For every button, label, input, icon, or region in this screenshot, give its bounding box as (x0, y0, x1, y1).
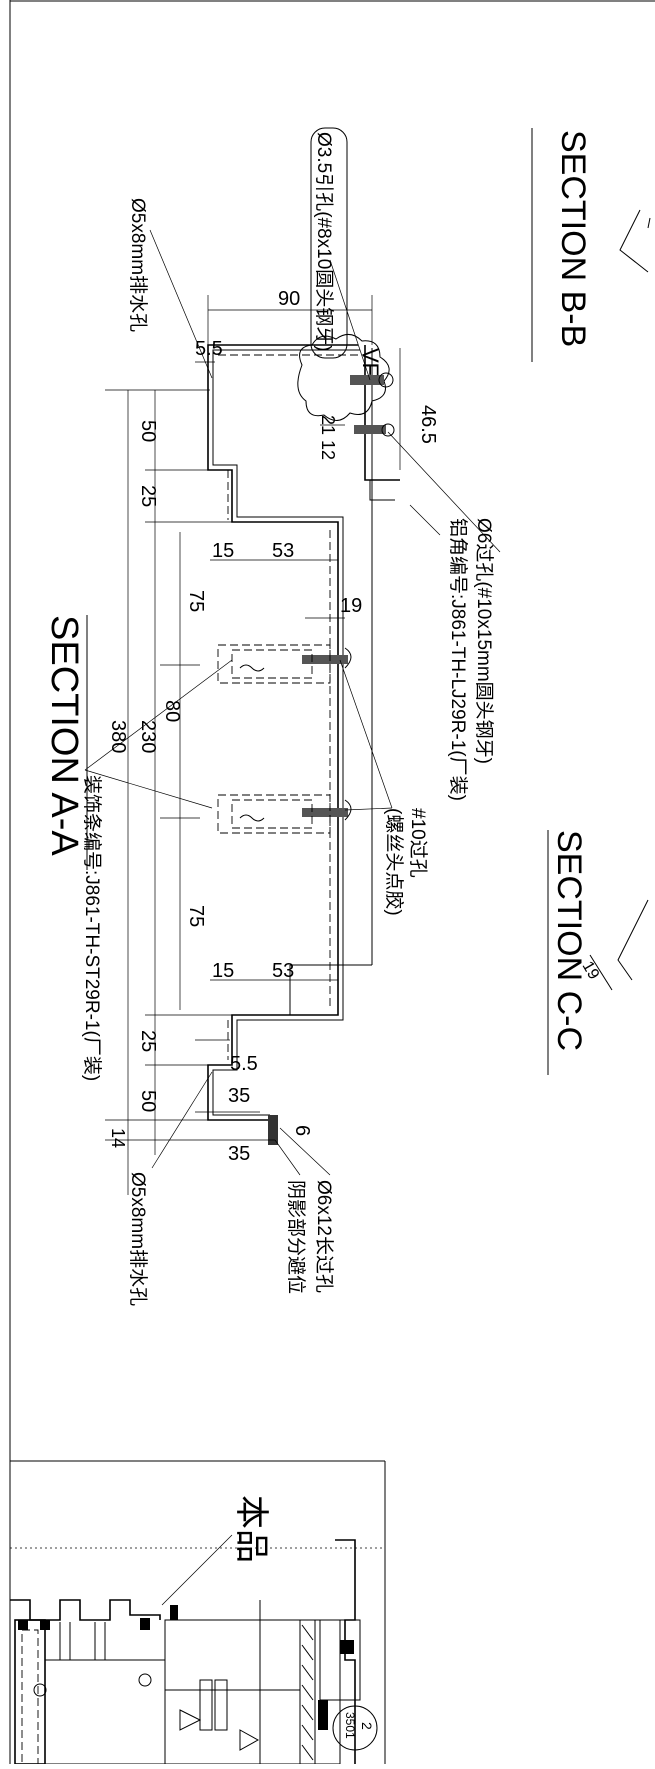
inset-detail: 本品 2 3501 (10, 1460, 386, 1765)
main-profile (207, 344, 400, 1121)
svg-text:SECTION B-B: SECTION B-B (554, 130, 592, 347)
dim-50-bot: 50 (137, 1090, 159, 1112)
note-angle-code: 铝角编号:J861-TH-LJ29R-1(厂装) (447, 518, 469, 801)
cut-symbol-bb (619, 209, 651, 273)
dim-80: 80 (161, 700, 183, 722)
inset-label: 本品 (232, 1495, 270, 1563)
callout-ref: 3501 (343, 1712, 357, 1739)
dim-50-top: 50 (137, 420, 159, 442)
section-title-cc: SECTION C-C (547, 830, 588, 1075)
note-drain-bot: Ø5x8mm排水孔 (127, 1172, 149, 1306)
callout-bubble: 2 3501 (332, 1705, 378, 1751)
dim-15-top: 15 (212, 540, 234, 562)
dim-53-bot: 53 (272, 960, 294, 982)
screw-deco-1 (302, 647, 352, 669)
dim-53-top: 53 (272, 540, 294, 562)
deco-strip-2 (217, 794, 331, 834)
cut-symbol-cc: 19 (579, 899, 649, 991)
leader-lines (84, 229, 501, 1176)
dim-380: 380 (107, 720, 129, 753)
dim-14: 14 (108, 1128, 128, 1148)
slot-shadow (268, 1115, 278, 1145)
dim-12: 12 (318, 440, 338, 460)
dim-35-a: 35 (228, 1085, 250, 1107)
dim-25-top: 25 (137, 485, 159, 507)
note-pilot-hole: Ø3.5引孔(#8x10圆头钢牙) (310, 127, 348, 359)
screw-top (350, 372, 394, 388)
dim-230: 230 (137, 720, 159, 753)
note-through-hole: Ø6过孔(#10x15mm圆头钢牙) (473, 518, 495, 764)
dim-75-top: 75 (185, 590, 207, 612)
dim-vf-text: VF (358, 348, 383, 376)
dimension-lines (105, 295, 401, 1195)
screw-mid (354, 423, 395, 437)
screw-deco-2 (302, 799, 352, 821)
dim-46-5: 46.5 (417, 405, 439, 444)
dim-5-5-bot: 5.5 (230, 1053, 258, 1075)
dim-90: 90 (278, 288, 300, 310)
dim-75-bot: 75 (185, 905, 207, 927)
note-slot: Ø6x12长过孔 (313, 1180, 335, 1293)
dim-5-5-top: 5.5 (195, 338, 223, 360)
deco-strip-1 (217, 644, 331, 684)
note-deco-code: 装饰条编号:J861-TH-ST29R-1(厂装) (81, 775, 103, 1081)
svg-text:SECTION C-C: SECTION C-C (550, 830, 588, 1051)
svg-text:Ø3.5引孔(#8x10圆头钢牙): Ø3.5引孔(#8x10圆头钢牙) (313, 132, 335, 352)
dim-21: 21 (318, 415, 338, 435)
section-title-aa: SECTION A-A (43, 615, 88, 870)
section-title-bb: SECTION B-B (531, 128, 592, 362)
note-hole10: #10过孔 (407, 808, 429, 878)
note-screw-glue: (螺丝头点胶) (383, 808, 405, 916)
dim-6: 6 (291, 1125, 313, 1136)
callout-num: 2 (359, 1722, 375, 1730)
dim-19: 19 (340, 595, 362, 617)
dim-15-bot: 15 (212, 960, 234, 982)
svg-text:19: 19 (579, 959, 603, 983)
dim-35-b: 35 (228, 1143, 250, 1165)
svg-text:SECTION A-A: SECTION A-A (43, 615, 85, 856)
dim-25-bot: 25 (137, 1030, 159, 1052)
note-shadow: 阴影部分避位 (285, 1180, 307, 1294)
note-drain-top: Ø5x8mm排水孔 (127, 198, 149, 332)
